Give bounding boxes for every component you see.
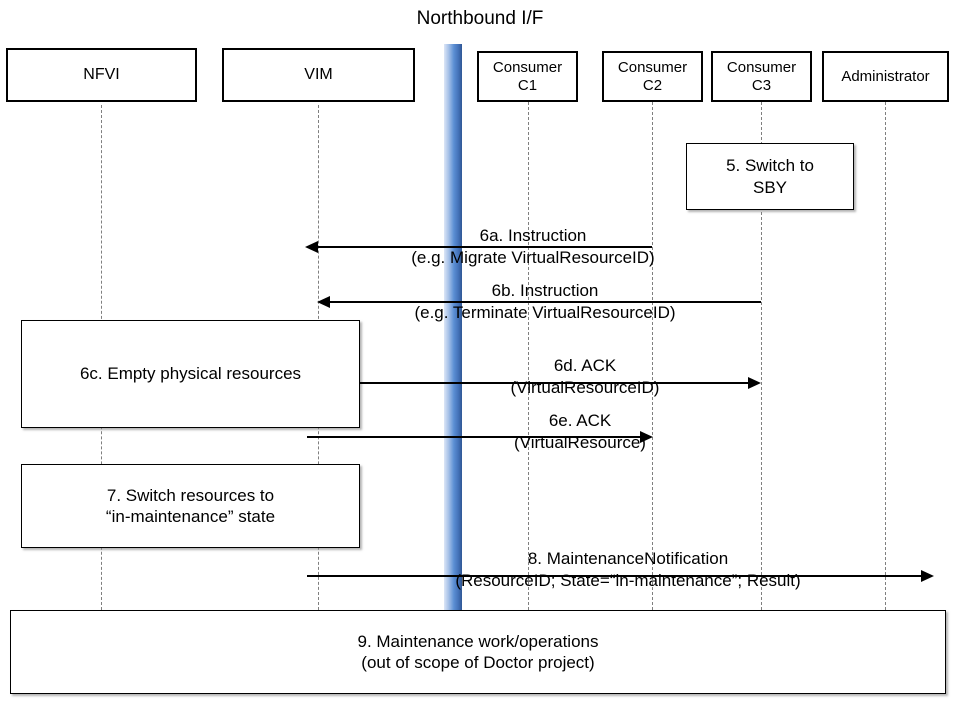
- note-switch-to-sby: 5. Switch to SBY: [686, 143, 854, 210]
- message-6e-line: [307, 436, 640, 438]
- note-switch-resources-line2: “in-maintenance” state: [105, 507, 276, 526]
- lifeline-consumer-c2: [652, 102, 653, 610]
- message-6a-arrowhead: [305, 241, 318, 253]
- actor-consumer-c2[interactable]: Consumer C2: [602, 51, 703, 102]
- message-6a-line1: 6a. Instruction: [479, 226, 587, 245]
- note-maintenance-work-line2: (out of scope of Doctor project): [361, 653, 595, 672]
- message-6d-arrowhead: [748, 377, 761, 389]
- message-8-line2: (ResourceID; State=“in-maintenance”; Res…: [455, 571, 801, 591]
- northbound-interface-bar: [444, 44, 462, 610]
- message-8-line: [307, 575, 921, 577]
- actor-nfvi[interactable]: NFVI: [6, 48, 197, 102]
- message-6d-label: 6d. ACK (VirtualResourceID): [455, 355, 715, 399]
- note-switch-resources-in-maintenance: 7. Switch resources to “in-maintenance” …: [21, 464, 360, 548]
- message-6a-line: [318, 246, 652, 248]
- lifeline-consumer-c1: [528, 102, 529, 610]
- note-maintenance-work-line1: 9. Maintenance work/operations: [357, 631, 599, 651]
- note-empty-physical-resources: 6c. Empty physical resources: [21, 320, 360, 428]
- actor-consumer-c1-label: Consumer C1: [492, 59, 563, 94]
- note-switch-to-sby-line1: 5. Switch to: [726, 156, 814, 176]
- actor-administrator[interactable]: Administrator: [822, 51, 949, 102]
- message-6b-line: [330, 301, 761, 303]
- actor-consumer-c1[interactable]: Consumer C1: [477, 51, 578, 102]
- actor-administrator-label: Administrator: [841, 67, 930, 85]
- note-switch-resources-line1: 7. Switch resources to: [106, 485, 275, 505]
- lifeline-consumer-c3: [761, 102, 762, 610]
- message-8-label: 8. MaintenanceNotification (ResourceID; …: [398, 548, 858, 592]
- message-8-line1: 8. MaintenanceNotification: [527, 549, 729, 568]
- actor-vim[interactable]: VIM: [222, 48, 415, 102]
- actor-consumer-c2-label: Consumer C2: [617, 59, 688, 94]
- message-6b-label: 6b. Instruction (e.g. Terminate VirtualR…: [370, 280, 720, 324]
- message-6d-line2: (VirtualResourceID): [510, 378, 660, 398]
- message-6d-line1: 6d. ACK: [553, 356, 617, 375]
- actor-consumer-c3[interactable]: Consumer C3: [711, 51, 812, 102]
- message-6b-line2: (e.g. Terminate VirtualResourceID): [414, 303, 676, 323]
- message-6a-label: 6a. Instruction (e.g. Migrate VirtualRes…: [363, 225, 703, 269]
- actor-vim-label: VIM: [304, 65, 333, 83]
- message-6e-arrowhead: [640, 431, 653, 443]
- actor-nfvi-label: NFVI: [83, 65, 120, 83]
- note-empty-physical-resources-line1: 6c. Empty physical resources: [79, 364, 302, 384]
- note-switch-to-sby-line2: SBY: [752, 177, 788, 197]
- message-6b-arrowhead: [317, 296, 330, 308]
- message-6b-line1: 6b. Instruction: [491, 281, 599, 300]
- page-title: Northbound I/F: [416, 8, 544, 29]
- message-8-arrowhead: [921, 570, 934, 582]
- message-6e-label: 6e. ACK (VirtualResource): [455, 410, 705, 454]
- actor-consumer-c3-label: Consumer C3: [726, 59, 797, 94]
- lifeline-administrator: [885, 102, 886, 610]
- note-maintenance-work: 9. Maintenance work/operations (out of s…: [10, 610, 946, 694]
- message-6e-line2: (VirtualResource): [514, 433, 646, 453]
- message-6e-line1: 6e. ACK: [548, 411, 612, 430]
- message-6a-line2: (e.g. Migrate VirtualResourceID): [411, 248, 655, 268]
- message-6d-line: [360, 382, 748, 384]
